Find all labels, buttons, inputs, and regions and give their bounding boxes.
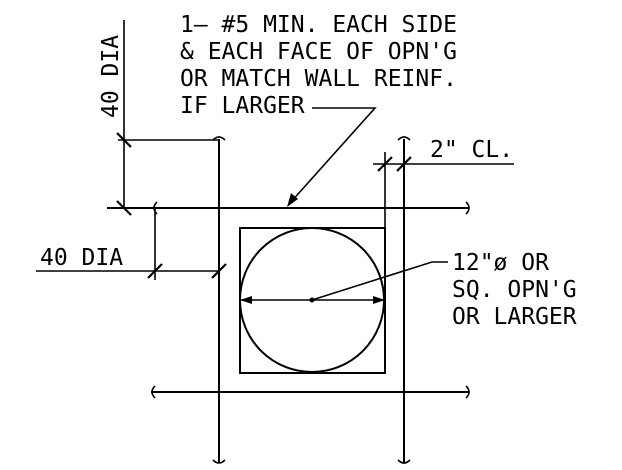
vertical-dimension-label: 40 DIA [98, 35, 124, 118]
opening-note: 12"ø OR SQ. OPN'G OR LARGER [311, 250, 577, 330]
bar-break-mark [397, 459, 411, 464]
note-line: & EACH FACE OF OPN'G [180, 39, 457, 65]
vertical-development-dimension: 40 DIA [98, 20, 219, 216]
dimension-tick [147, 263, 163, 279]
opening-note-leader [311, 261, 448, 301]
horizontal-development-dimension: 40 DIA [36, 208, 227, 280]
dimension-tick [211, 263, 227, 279]
clearance-label: 2" CL. [430, 137, 513, 163]
opening-note-line: 12"ø OR [452, 250, 549, 276]
reinforcement-bars [107, 136, 470, 464]
diameter-arrow-right [373, 296, 385, 304]
note-leader-arrow [287, 193, 298, 207]
bar-break-mark [465, 385, 470, 399]
bar-break-mark [153, 201, 158, 215]
reinforcement-note: 1— #5 MIN. EACH SIDE & EACH FACE OF OPN'… [180, 12, 457, 207]
bar-break-mark [212, 459, 226, 464]
opening-note-line: SQ. OPN'G [452, 277, 577, 303]
dimension-tick [116, 200, 132, 216]
note-line: 1— #5 MIN. EACH SIDE [180, 12, 457, 38]
bar-break-mark [212, 136, 226, 141]
bar-break-mark [397, 136, 411, 141]
bar-break-mark [151, 385, 156, 399]
dimension-tick [377, 156, 393, 172]
bar-break-mark [465, 201, 470, 215]
opening-note-line: OR LARGER [452, 304, 577, 330]
diameter-arrow-left [240, 296, 252, 304]
note-line: OR MATCH WALL REINF. [180, 66, 457, 92]
opening [239, 227, 386, 374]
horizontal-dimension-label: 40 DIA [40, 245, 123, 271]
note-line: IF LARGER [180, 93, 305, 119]
note-leader [289, 107, 377, 204]
dimension-tick [396, 156, 412, 172]
clearance-dimension: 2" CL. [373, 137, 514, 228]
dimension-tick [116, 132, 132, 148]
